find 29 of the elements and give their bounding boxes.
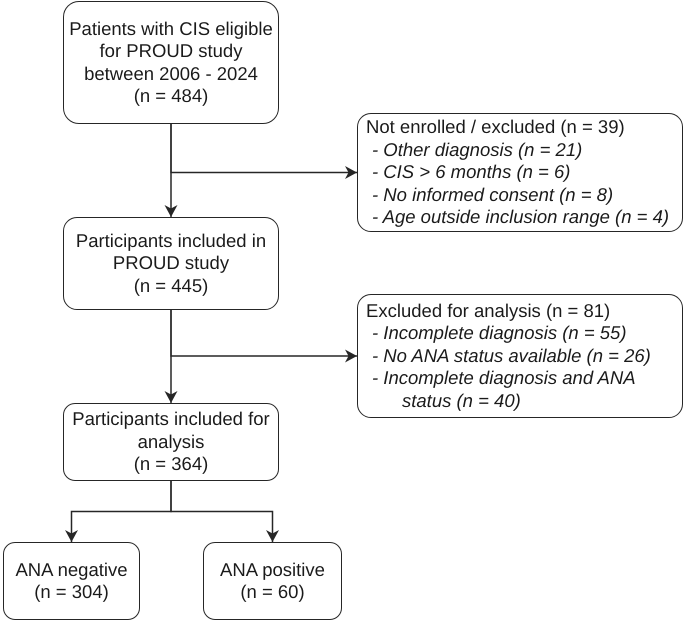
exclusion-reason: - Incomplete diagnosis (n = 55) xyxy=(371,322,628,345)
arrow xyxy=(170,310,357,362)
process-box xyxy=(63,217,279,310)
box-heading: Excluded for analysis (n = 81) xyxy=(366,300,612,322)
box-text: Participants included in PROUD study xyxy=(74,230,268,275)
exclusion-box xyxy=(357,113,683,232)
process-box xyxy=(203,542,342,620)
exclusion-box xyxy=(357,294,683,418)
box-text: ANA negative xyxy=(15,558,128,581)
exclusion-reason: - Other diagnosis (n = 21) xyxy=(371,138,584,162)
box-text: ANA positive xyxy=(220,558,325,581)
arrow xyxy=(170,124,357,179)
box-heading: Not enrolled / excluded (n = 39) xyxy=(366,116,626,139)
exclusion-reason: - Age outside inclusion range (n = 4) xyxy=(371,206,670,229)
arrow xyxy=(170,481,279,542)
count-text: (n = 445) xyxy=(134,274,208,298)
box-text: Participants included for analysis xyxy=(71,408,271,454)
count-text: (n = 484) xyxy=(134,84,208,108)
exclusion-reason: - No ANA status available (n = 26) xyxy=(371,344,652,368)
count-text: (n = 364) xyxy=(134,453,208,476)
box-text: Patients with CIS eligible for PROUD study between 2006 - 2024 xyxy=(68,18,274,85)
process-box xyxy=(63,1,279,124)
count-text: (n = 60) xyxy=(240,581,305,604)
process-box xyxy=(3,542,140,620)
exclusion-reason: - CIS > 6 months (n = 6) xyxy=(371,161,572,184)
exclusion-reason: - No informed consent (n = 8) xyxy=(371,184,614,206)
count-text: (n = 304) xyxy=(34,581,109,604)
process-box xyxy=(63,403,279,481)
exclusion-reason: - Incomplete diagnosis and ANA status (n = 40) xyxy=(371,367,636,412)
